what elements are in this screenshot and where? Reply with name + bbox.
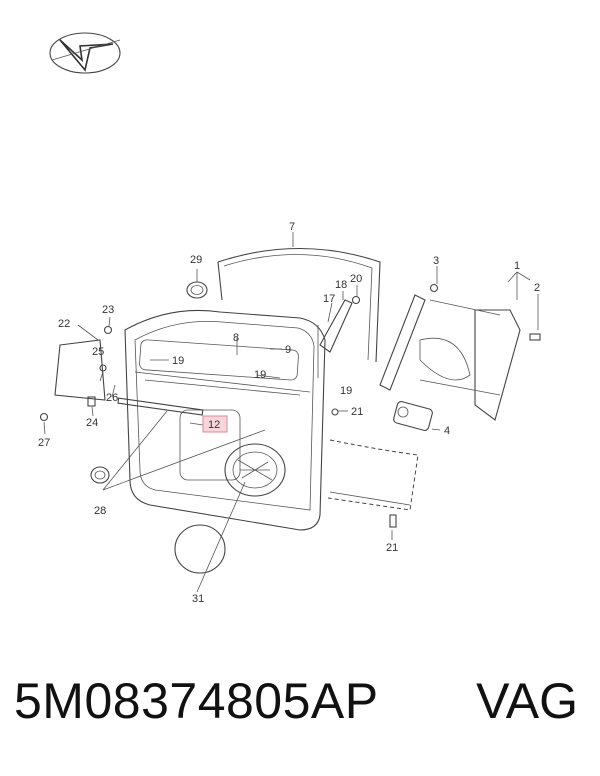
bolt-21-lower	[389, 514, 397, 528]
callout-22: 22	[58, 318, 70, 330]
bolt-23	[103, 325, 113, 335]
callout-18: 18	[335, 279, 347, 291]
callout-29: 29	[190, 254, 202, 266]
callout-20: 20	[350, 273, 362, 285]
callout-17: 17	[323, 293, 335, 305]
operating-rod	[117, 397, 204, 416]
callout-21-upper: 21	[351, 406, 363, 418]
grommet	[186, 281, 208, 299]
callout-8: 8	[233, 332, 239, 344]
door-shell	[124, 309, 326, 531]
bolt-2	[529, 333, 541, 341]
speaker-cover	[174, 524, 226, 574]
callout-9: 9	[285, 344, 291, 356]
window-motor	[393, 401, 433, 431]
vag-arrow-logo-icon	[49, 32, 121, 74]
callout-2: 2	[534, 282, 540, 294]
callout-19-right: 19	[340, 385, 352, 397]
callout-12: 12	[208, 419, 220, 431]
callout-3: 3	[433, 255, 439, 267]
highlight-box	[202, 415, 228, 433]
clip-25	[99, 364, 107, 372]
bolt-21-upper	[331, 408, 339, 416]
callout-labels: 7 1 2 3 4 8 9 12 17 18 20 19 19 19 21 21…	[38, 221, 540, 605]
callout-19-middle: 19	[254, 369, 266, 381]
leader-lines	[43, 232, 539, 593]
brand-label: VAG	[476, 673, 578, 729]
callout-19-left: 19	[172, 355, 184, 367]
callout-7: 7	[289, 221, 295, 233]
callout-28: 28	[94, 505, 106, 517]
callout-25: 25	[92, 346, 104, 358]
bolt-20	[351, 295, 361, 305]
mirror-trim	[54, 339, 106, 401]
callout-31: 31	[192, 593, 204, 605]
bolt-3	[429, 283, 439, 293]
callout-23: 23	[102, 304, 114, 316]
plug	[90, 466, 110, 484]
inner-guide-rail	[319, 299, 353, 353]
sealing-strip	[327, 439, 419, 511]
callout-1: 1	[514, 260, 520, 272]
window-regulator	[379, 294, 521, 421]
callout-24: 24	[86, 417, 98, 429]
callout-21-lower: 21	[386, 542, 398, 554]
callout-4: 4	[444, 425, 450, 437]
window-seal	[217, 248, 381, 363]
exploded-parts-diagram: 7 1 2 3 4 8 9 12 17 18 20 19 19 19 21 21…	[38, 32, 541, 605]
callout-27: 27	[38, 437, 50, 449]
bolt-27	[39, 412, 49, 422]
speaker-opening	[224, 443, 286, 497]
clip-24	[87, 396, 96, 407]
part-number: 5M08374805AP	[14, 673, 379, 729]
callout-26: 26	[106, 392, 118, 404]
